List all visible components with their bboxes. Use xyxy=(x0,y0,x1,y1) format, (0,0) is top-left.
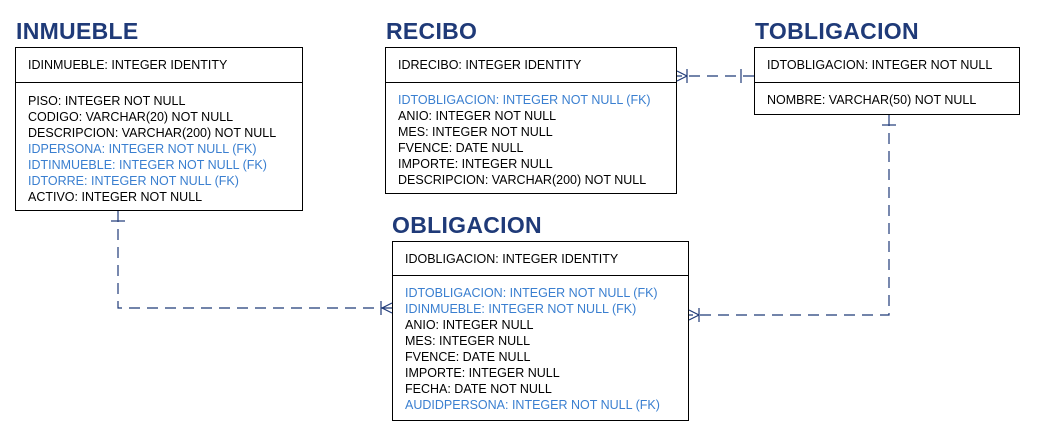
tobligacion-attributes: NOMBRE: VARCHAR(50) NOT NULL xyxy=(755,83,1019,108)
obligacion-attribute: MES: INTEGER NULL xyxy=(405,334,531,348)
recibo-attribute: ANIO: INTEGER NOT NULL xyxy=(398,109,557,123)
recibo-title: RECIBO xyxy=(386,18,478,44)
recibo-attributes: IDTOBLIGACION: INTEGER NOT NULL (FK) ANIO… xyxy=(386,83,676,188)
obligacion-attribute: FECHA: DATE NOT NULL xyxy=(405,382,552,396)
inmueble-attribute-fk: IDPERSONA: INTEGER NOT NULL (FK) xyxy=(28,142,257,156)
inmueble-attribute: CODIGO: VARCHAR(20) NOT NULL xyxy=(28,110,234,124)
relationship-inmueble-obligacion[interactable] xyxy=(111,211,393,315)
relationship-tobligacion-recibo[interactable] xyxy=(676,69,754,83)
recibo-attribute: MES: INTEGER NOT NULL xyxy=(398,125,553,139)
tobligacion-entity[interactable]: IDTOBLIGACION: INTEGER NOT NULL NOMBRE: … xyxy=(754,47,1020,115)
obligacion-title: OBLIGACION xyxy=(392,212,542,238)
inmueble-attributes: PISO: INTEGER NOT NULL CODIGO: VARCHAR(20… xyxy=(16,83,302,205)
inmueble-attribute: DESCRIPCION: VARCHAR(200) NOT NULL xyxy=(28,126,277,140)
tobligacion-title: TOBLIGACION xyxy=(755,18,919,44)
inmueble-title: INMUEBLE xyxy=(16,18,139,44)
inmueble-entity[interactable]: IDINMUEBLE: INTEGER IDENTITY PISO: INTEG… xyxy=(15,47,303,211)
tobligacion-pk: IDTOBLIGACION: INTEGER NOT NULL xyxy=(755,48,1019,83)
inmueble-attribute-fk: IDTINMUEBLE: INTEGER NOT NULL (FK) xyxy=(28,158,267,172)
inmueble-attribute: PISO: INTEGER NOT NULL xyxy=(28,94,186,108)
obligacion-attribute: FVENCE: DATE NULL xyxy=(405,350,531,364)
recibo-attribute: FVENCE: DATE NULL xyxy=(398,141,524,155)
recibo-entity[interactable]: IDRECIBO: INTEGER IDENTITY IDTOBLIGACION… xyxy=(385,47,677,194)
recibo-attribute: DESCRIPCION: VARCHAR(200) NOT NULL xyxy=(398,173,647,187)
inmueble-pk: IDINMUEBLE: INTEGER IDENTITY xyxy=(16,48,302,83)
tobligacion-attribute: NOMBRE: VARCHAR(50) NOT NULL xyxy=(767,93,977,107)
obligacion-attribute-fk: IDINMUEBLE: INTEGER NOT NULL (FK) xyxy=(405,302,637,316)
obligacion-attributes: IDTOBLIGACION: INTEGER NOT NULL (FK) IDIN… xyxy=(393,276,688,413)
obligacion-attribute-fk: AUDIDPERSONA: INTEGER NOT NULL (FK) xyxy=(405,398,660,412)
obligacion-attribute: IMPORTE: INTEGER NULL xyxy=(405,366,560,380)
obligacion-pk: IDOBLIGACION: INTEGER IDENTITY xyxy=(393,242,688,276)
relationship-tobligacion-obligacion[interactable] xyxy=(688,115,896,322)
obligacion-entity[interactable]: IDOBLIGACION: INTEGER IDENTITY IDTOBLIGA… xyxy=(392,241,689,421)
inmueble-attribute: ACTIVO: INTEGER NOT NULL xyxy=(28,190,203,204)
obligacion-attribute-fk: IDTOBLIGACION: INTEGER NOT NULL (FK) xyxy=(405,286,658,300)
inmueble-attribute-fk: IDTORRE: INTEGER NOT NULL (FK) xyxy=(28,174,239,188)
obligacion-attribute: ANIO: INTEGER NULL xyxy=(405,318,534,332)
recibo-pk: IDRECIBO: INTEGER IDENTITY xyxy=(386,48,676,83)
recibo-attribute: IMPORTE: INTEGER NULL xyxy=(398,157,553,171)
recibo-attribute-fk: IDTOBLIGACION: INTEGER NOT NULL (FK) xyxy=(398,93,651,107)
